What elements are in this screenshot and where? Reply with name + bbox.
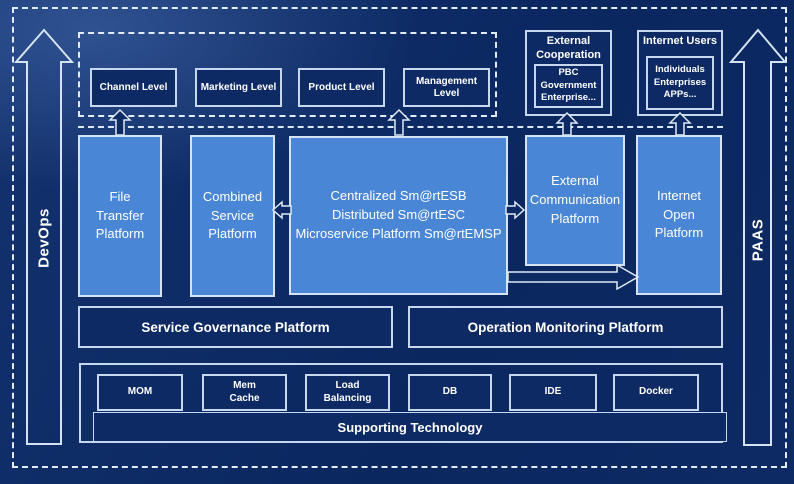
level-label: Marketing Level <box>200 81 277 93</box>
external-cooperation-box: External Cooperation PBC Government Ente… <box>525 30 612 116</box>
tech-box-load-balancing: Load Balancing <box>305 374 390 411</box>
tech-label: Load Balancing <box>323 380 372 404</box>
tech-box-ide: IDE <box>509 374 597 411</box>
level-box-management: Management Level <box>403 68 490 107</box>
supporting-technology-bar: Supporting Technology <box>93 412 727 442</box>
flow-arrow-right <box>505 200 526 220</box>
flow-arrow-left <box>271 200 292 220</box>
file-transfer-platform: File Transfer Platform <box>78 135 162 297</box>
platform-label: Centralized Sm@rtESB Distributed Sm@rtES… <box>295 188 502 241</box>
tech-box-mem-cache: Mem Cache <box>202 374 287 411</box>
internet-users-title: Internet Users <box>643 35 717 47</box>
platform-label: External Communication Platform <box>529 173 621 226</box>
governance-label: Service Governance Platform <box>141 319 330 335</box>
outer-dashed-border <box>12 7 787 468</box>
tech-label: IDE <box>544 386 562 398</box>
combined-service-platform: Combined Service Platform <box>190 135 275 297</box>
internet-users-box: Internet Users Individuals Enterprises A… <box>637 30 723 116</box>
up-arrow <box>108 108 132 136</box>
up-arrow <box>387 108 411 136</box>
level-label: Channel Level <box>99 81 168 93</box>
platform-label: Combined Service Platform <box>202 188 263 242</box>
tech-box-db: DB <box>408 374 492 411</box>
esb-platform: Centralized Sm@rtESB Distributed Sm@rtES… <box>289 136 508 295</box>
internet-open-platform: Internet Open Platform <box>636 135 722 295</box>
service-governance-platform: Service Governance Platform <box>78 306 393 348</box>
level-box-product: Product Level <box>298 68 385 107</box>
level-label: Management Level <box>415 76 478 99</box>
technology-container <box>79 363 723 443</box>
platform-label: Internet Open Platform <box>654 187 704 241</box>
tech-box-mom: MOM <box>97 374 183 411</box>
up-arrow <box>668 111 692 136</box>
up-arrow <box>555 111 579 136</box>
internet-users-content-box: Individuals Enterprises APPs... <box>646 56 714 110</box>
flow-arrow-long <box>507 263 640 291</box>
levels-dashed-box <box>78 32 497 117</box>
devops-arrow <box>13 28 75 445</box>
tech-label: MOM <box>127 386 153 398</box>
governance-label: Operation Monitoring Platform <box>467 319 664 335</box>
level-box-marketing: Marketing Level <box>195 68 282 107</box>
external-cooperation-content-box: PBC Government Enterprise... <box>534 64 603 108</box>
platform-label: File Transfer Platform <box>95 188 145 242</box>
internet-users-content: Individuals Enterprises APPs... <box>653 64 707 101</box>
tech-label: DB <box>442 386 458 398</box>
external-cooperation-title: External Cooperation <box>536 35 601 61</box>
external-cooperation-content: PBC Government Enterprise... <box>540 67 597 104</box>
paas-arrow <box>728 28 788 446</box>
tech-box-docker: Docker <box>613 374 699 411</box>
paas-label: PAAS <box>749 218 767 262</box>
devops-label: DevOps <box>35 208 53 268</box>
tech-label: Mem Cache <box>229 380 260 404</box>
external-communication-platform: External Communication Platform <box>525 135 625 266</box>
level-label: Product Level <box>308 81 375 93</box>
operation-monitoring-platform: Operation Monitoring Platform <box>408 306 723 348</box>
tech-label: Docker <box>639 386 673 398</box>
level-box-channel: Channel Level <box>90 68 177 107</box>
supporting-technology-label: Supporting Technology <box>337 419 483 435</box>
